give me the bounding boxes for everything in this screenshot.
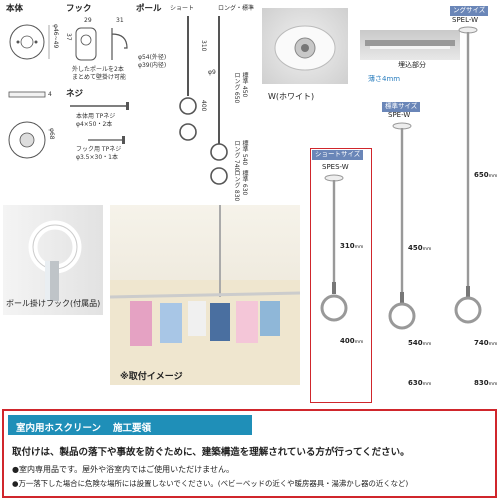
unit-label: mm (354, 245, 364, 250)
hook-drawing (75, 27, 128, 61)
product-long-total: 830mm (474, 380, 497, 388)
unit-label: mm (422, 342, 432, 347)
embed-label: 埋込部分 (398, 61, 426, 69)
product-std-ring: 540mm (408, 340, 431, 348)
notice-header: 室内用ホスクリーン施工要領 (8, 415, 252, 435)
product-std-total-val: 630 (408, 379, 423, 387)
body-dim-h: 4 (48, 91, 52, 98)
color-label: W(ホワイト) (268, 92, 315, 101)
hook-note-1: 外したポールを2本 (72, 66, 124, 73)
product-long-tag: ングサイズ (450, 6, 489, 16)
pole-dim-outer: φ54(外径) (138, 54, 167, 61)
product-long-code: SPEL-W (452, 16, 479, 24)
long-dim-e: ロング 830 (233, 170, 240, 202)
pole-dim-inner: φ39(内径) (138, 62, 167, 69)
product-short-ring-val: 400 (340, 337, 355, 345)
notice-box: 室内用ホスクリーン施工要領 取付けは、製品の落下や事故を防ぐために、建築構造を理… (2, 409, 497, 498)
product-short-tag: ショートサイズ (312, 150, 364, 160)
long-dim-b: 標準 450 (241, 72, 248, 98)
long-dim-d: 標準 540 (241, 140, 248, 166)
product-short-len-val: 310 (340, 242, 355, 250)
body-label: 本体 (6, 4, 24, 14)
hook-dim-a: 29 (84, 17, 92, 24)
product-short-frame (310, 148, 372, 403)
body-side-drawing (8, 91, 46, 98)
product-short-len: 310mm (340, 243, 363, 251)
body-top-drawing (9, 24, 50, 60)
product-std-code: SPE-W (388, 111, 411, 119)
screw-body-2: φ4×50・2本 (76, 121, 113, 128)
body-dim-w: φ46~49 (52, 24, 59, 49)
screw-short-drawing (88, 136, 125, 144)
short-label: ショート (170, 5, 195, 12)
product-long-len-val: 650 (474, 171, 489, 179)
unit-label: mm (422, 382, 432, 387)
short-pole-drawing (179, 16, 197, 141)
hook-photo-caption: ボール掛けフック(付属品) (6, 299, 101, 308)
unit-label: mm (488, 382, 498, 387)
long-dim-f: 標準 630 (241, 170, 248, 196)
product-short-pole (320, 174, 348, 322)
screw-long-drawing (70, 102, 129, 110)
body-bottom-drawing (8, 121, 46, 159)
body-dim-d: φ68 (48, 128, 55, 140)
notice-bullet-1: ●室内専用品です。屋外や浴室内ではご使用いただけません。 (12, 465, 234, 474)
product-long-ring-val: 740 (474, 339, 489, 347)
long-label: ロング・標準 (218, 5, 255, 12)
product-long-ring: 740mm (474, 340, 497, 348)
product-long-pole (454, 26, 482, 324)
product-long-len: 650mm (474, 172, 497, 180)
product-std-len: 450mm (408, 245, 431, 253)
pole-label: ポール (136, 4, 162, 14)
screw-label: ネジ (66, 89, 84, 99)
hook-label: フック (66, 4, 92, 14)
product-std-len-val: 450 (408, 244, 423, 252)
unit-label: mm (354, 340, 364, 345)
screw-body-1: 本体用 TPネジ (76, 113, 116, 120)
long-pole-drawing (210, 16, 228, 185)
embed-photo (360, 30, 460, 60)
notice-bullet-2: ●万一落下した場合に危険な場所には設置しないでください。(ベビーベッドの近くや暖… (12, 479, 409, 488)
color-swatch (262, 8, 348, 84)
long-dim-a: ロング 650 (233, 72, 240, 104)
install-photo (110, 205, 300, 385)
hook-photo (3, 205, 103, 315)
unit-label: mm (488, 174, 498, 179)
product-std-pole (388, 122, 416, 330)
notice-main: 取付けは、製品の落下や事故を防ぐために、建築構造を理解されている方が行ってくださ… (12, 447, 410, 458)
screw-hook-2: φ3.5×30・1本 (76, 154, 118, 161)
product-std-total: 630mm (408, 380, 431, 388)
install-photo-caption: ※取付イメージ (120, 372, 183, 382)
embed-depth: 薄さ4mm (368, 75, 401, 83)
pole-dim-len: 310 (200, 40, 207, 52)
long-dim-c: ロング 740 (233, 140, 240, 172)
product-std-ring-val: 540 (408, 339, 423, 347)
unit-label: mm (422, 247, 432, 252)
product-long-total-val: 830 (474, 379, 489, 387)
product-short-ring: 400mm (340, 338, 363, 346)
product-std-tag: 標準サイズ (382, 102, 421, 112)
unit-label: mm (488, 342, 498, 347)
hook-dim-h: 37 (65, 33, 72, 41)
notice-title-2: 施工要領 (113, 423, 152, 434)
hook-note-2: まとめて壁掛け可能 (72, 74, 127, 81)
hook-dim-b: 31 (116, 17, 124, 24)
screw-hook-1: フック用 TPネジ (76, 146, 122, 153)
long-dim-phi: φ9 (208, 69, 216, 76)
product-short-code: SPES-W (322, 163, 349, 171)
pole-dim-ring: 400 (200, 100, 207, 112)
notice-title-1: 室内用ホスクリーン (16, 423, 102, 434)
